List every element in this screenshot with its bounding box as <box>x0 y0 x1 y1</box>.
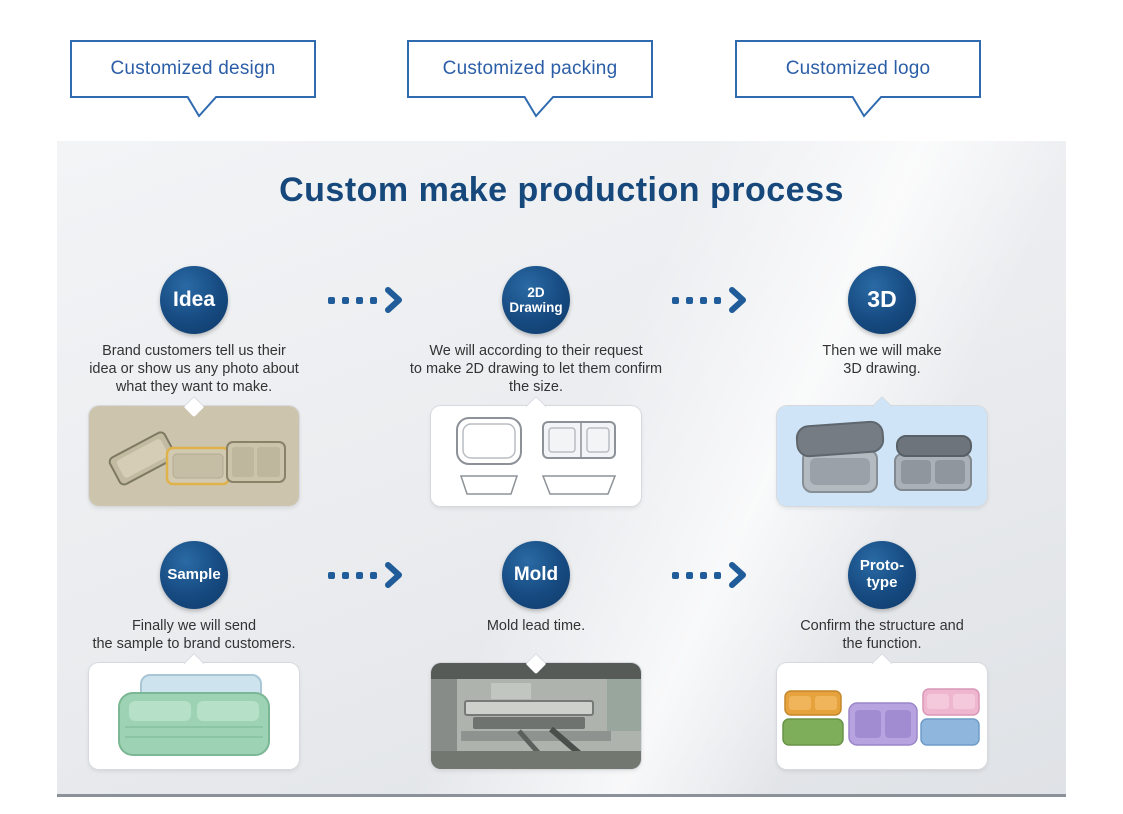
step-mold: Mold Mold lead time. <box>406 541 666 796</box>
3d-render-containers <box>777 406 987 506</box>
step-card-3d <box>777 395 987 506</box>
dotted-arrow-icon <box>328 287 403 313</box>
step-description: Brand customers tell us their idea or sh… <box>89 343 299 396</box>
2d-line-drawing <box>431 406 641 506</box>
arrow-dot <box>328 296 335 304</box>
arrow-head-icon <box>729 287 746 313</box>
arrow-dot <box>700 571 707 579</box>
arrow-dot <box>328 571 335 579</box>
speech-tail-icon <box>186 96 218 118</box>
arrow-dot <box>370 296 377 304</box>
step-badge-sample: Sample <box>160 541 228 609</box>
step-description: Confirm the structure and the function. <box>800 618 964 653</box>
tab-customized-design[interactable]: Customized design <box>70 40 316 118</box>
step-badge-3d: 3D <box>848 266 916 334</box>
arrow-dot <box>700 296 707 304</box>
arrow-dot <box>672 296 679 304</box>
green-silicone-sample-photo <box>89 663 299 769</box>
arrow-dot <box>714 571 721 579</box>
dotted-arrow-icon <box>672 562 747 588</box>
step-badge-label: Sample <box>167 565 221 583</box>
step-badge-prototype: Proto- type <box>848 541 916 609</box>
arrow-head-icon <box>385 287 402 313</box>
tab-label: Customized design <box>110 58 276 79</box>
step-card-mold <box>431 652 641 769</box>
arrow-dot <box>672 571 679 579</box>
process-title: Custom make production process <box>279 171 844 209</box>
arrow-dot <box>714 296 721 304</box>
arrow-head-icon <box>729 562 746 588</box>
tab-label: Customized packing <box>442 58 618 79</box>
step-badge-idea: Idea <box>160 266 228 334</box>
tab-label: Customized logo <box>785 58 931 79</box>
step-description: Then we will make 3D drawing. <box>822 343 942 378</box>
tan-lunch-containers-photo <box>89 406 299 506</box>
arrow-dot <box>356 571 363 579</box>
step-sample: Sample Finally we will send the sample t… <box>64 541 324 796</box>
tab-customized-packing[interactable]: Customized packing <box>407 40 653 118</box>
colorful-prototype-containers-photo <box>777 663 987 769</box>
step-card-2d-drawing <box>431 395 641 506</box>
step-badge-label: 3D <box>867 286 897 313</box>
step-description: We will according to their request to ma… <box>409 343 663 396</box>
step-card-sample <box>89 652 299 769</box>
step-badge-label: Mold <box>513 564 559 586</box>
step-card-idea <box>89 395 299 506</box>
arrow-dot <box>686 571 693 579</box>
step-badge-label: 2D Drawing <box>509 284 563 315</box>
arrow-dot <box>342 296 349 304</box>
step-badge-2d-drawing: 2D Drawing <box>502 266 570 334</box>
step-prototype: Proto- type Confirm the structure and th… <box>752 541 1012 796</box>
process-panel: Custom make production process Idea Bran… <box>57 141 1066 797</box>
step-badge-label: Idea <box>172 288 216 312</box>
step-badge-label: Proto- type <box>859 557 905 591</box>
step-badge-mold: Mold <box>502 541 570 609</box>
step-2d-drawing: 2D Drawing We will according to their re… <box>406 266 666 521</box>
mold-machine-photo <box>431 663 641 769</box>
dotted-arrow-icon <box>672 287 747 313</box>
arrow-dot <box>342 571 349 579</box>
speech-tail-icon <box>851 96 883 118</box>
step-3d: 3D Then we will make 3D drawing. <box>752 266 1012 521</box>
tab-customized-logo[interactable]: Customized logo <box>735 40 981 118</box>
step-card-prototype <box>777 652 987 769</box>
step-description: Finally we will send the sample to brand… <box>92 618 296 653</box>
step-description: Mold lead time. <box>486 618 586 634</box>
arrow-dot <box>370 571 377 579</box>
arrow-dot <box>686 296 693 304</box>
arrow-head-icon <box>385 562 402 588</box>
step-idea: Idea Brand customers tell us their idea … <box>64 266 324 521</box>
dotted-arrow-icon <box>328 562 403 588</box>
arrow-dot <box>356 296 363 304</box>
speech-tail-icon <box>523 96 555 118</box>
